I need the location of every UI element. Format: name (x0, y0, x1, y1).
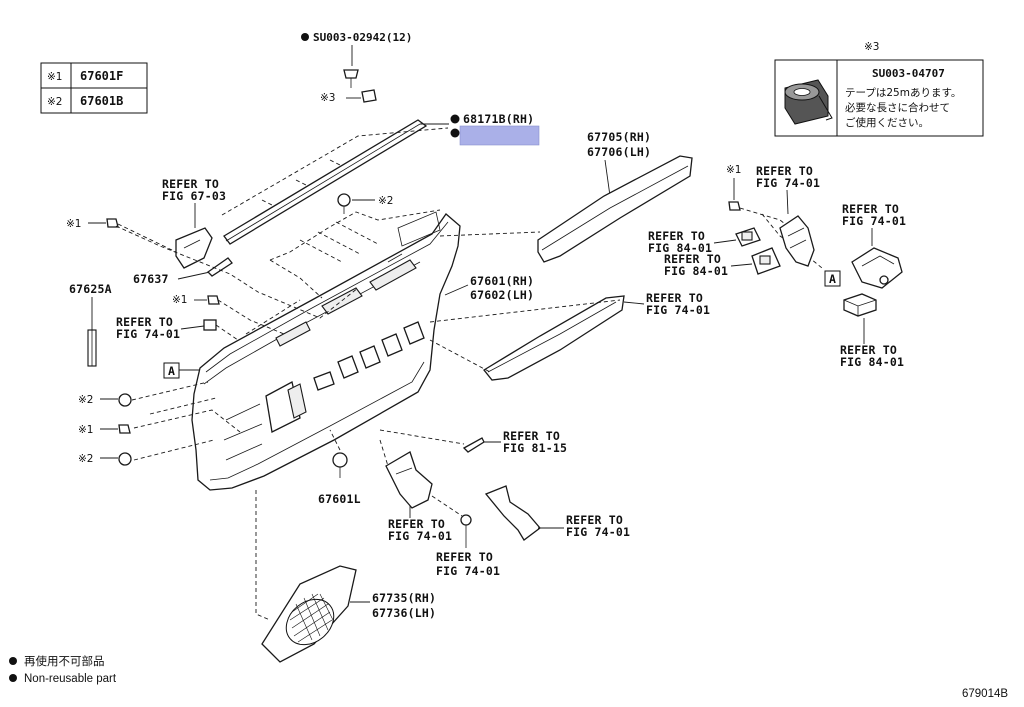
fig-74-01: FIG 74-01 (116, 327, 180, 341)
rod-67625A (87, 329, 97, 367)
fig-74-01: FIG 74-01 (388, 529, 452, 543)
fig-74-01: FIG 74-01 (646, 303, 710, 317)
mark-1-label: ※1 (172, 294, 187, 306)
refer-to-text: REFER TO (664, 252, 721, 266)
reference-table: ※1 67601F ※2 67601B (40, 62, 148, 114)
clip-2-top (337, 193, 351, 214)
switch-knob-2 (751, 247, 781, 275)
legend-dot-en (9, 674, 17, 682)
fig-84-01: FIG 84-01 (664, 264, 728, 278)
highlighted-part-label (459, 125, 540, 146)
fig-74-01: FIG 74-01 (566, 525, 630, 539)
tape-note-3: ご使用ください。 (845, 116, 929, 129)
switch-knob-1 (735, 227, 761, 247)
legend-en: Non-reusable part (24, 673, 117, 685)
panel-rh-label: 67601(RH) (470, 274, 534, 288)
mark-1-label: ※1 (66, 218, 81, 230)
speaker-cover (261, 565, 357, 663)
clip-2-a (118, 393, 132, 407)
fig-74-01: FIG 74-01 (842, 214, 906, 228)
view-a-label: A (168, 364, 175, 378)
clip-left (203, 319, 217, 331)
cover-lh-label: 67736(LH) (372, 606, 436, 620)
bracket-67637 (206, 257, 233, 277)
inner-handle-rod (462, 437, 485, 453)
tape-note-2: 必要な長さに合わせて (845, 101, 950, 114)
armrest-lower (483, 295, 625, 381)
table-mark-1: ※1 (47, 71, 62, 83)
refer-to-text: REFER TO (162, 177, 219, 191)
legend-jp: 再使用不可部品 (24, 654, 105, 668)
clip-2-b (118, 452, 132, 466)
figure-id: 679014B (962, 688, 1008, 700)
tape-box: SU003-04707 テープは25mあります。 必要な長さに合わせて ご使用く… (774, 59, 984, 137)
screw-1-lower (118, 424, 131, 434)
view-a-marker (824, 270, 841, 287)
weatherstrip (223, 119, 428, 245)
lower-screw (460, 514, 472, 548)
fig-81-15: FIG 81-15 (503, 441, 567, 455)
mark-2-label: ※2 (78, 453, 93, 465)
legend-dot-jp (9, 657, 17, 665)
refer-to-text: REFER TO (388, 517, 445, 531)
screw-1-right (728, 201, 741, 211)
table-part-2: 67601B (80, 94, 123, 108)
switch-base (779, 215, 815, 267)
top-screw (343, 69, 359, 88)
refer-to-text: REFER TO (756, 164, 813, 178)
refer-to-text: REFER TO (503, 429, 560, 443)
nonreusable-dot (450, 128, 460, 138)
lower-bracket (385, 451, 433, 509)
mark-1-label: ※1 (726, 164, 741, 176)
clip-l-label: 67601L (318, 492, 361, 506)
refer-to-text: REFER TO (840, 343, 897, 357)
refer-to-text: REFER TO (566, 513, 623, 527)
table-mark-2: ※2 (47, 96, 62, 108)
fig-84-01: FIG 84-01 (648, 241, 712, 255)
mark-1-label: ※1 (78, 424, 93, 436)
lower-trim-piece (484, 485, 541, 541)
panel-lh-label: 67602(LH) (470, 288, 534, 302)
fig-67-03: FIG 67-03 (162, 189, 226, 203)
armrest-upper (537, 155, 693, 263)
tape-roll-icon (784, 79, 833, 125)
tape-note-1: テープは25mあります。 (845, 87, 961, 99)
cover-rh-label: 67735(RH) (372, 591, 436, 605)
mark-3-label: ※3 (320, 92, 335, 104)
refer-to-text: REFER TO (648, 229, 705, 243)
refer-to-text: REFER TO (436, 550, 493, 564)
tape-box-mark: ※3 (864, 41, 879, 53)
refer-to-text: REFER TO (646, 291, 703, 305)
top-fastener-label: SU003-02942(12) (313, 31, 412, 44)
bracket-label: 67637 (133, 272, 169, 286)
view-a-marker (163, 362, 180, 379)
fig-84-01: FIG 84-01 (840, 355, 904, 369)
tape-part-number: SU003-04707 (872, 67, 945, 80)
armrest-upper-lh-label: 67706(LH) (587, 145, 651, 159)
door-handle-bracket (175, 227, 213, 269)
screw-1-mid (207, 295, 220, 305)
refer-to-text: REFER TO (116, 315, 173, 329)
view-a-label: A (829, 272, 836, 286)
rod-label: 67625A (69, 282, 112, 296)
table-part-1: 67601F (80, 69, 123, 83)
nonreusable-dot (450, 114, 460, 124)
tape-piece (361, 89, 377, 103)
mark-2-label: ※2 (378, 195, 393, 207)
switch-block (843, 293, 877, 317)
armrest-upper-rh-label: 67705(RH) (587, 130, 651, 144)
clip-67601L (332, 452, 348, 478)
mark-2-label: ※2 (78, 394, 93, 406)
nonreusable-dot (301, 33, 309, 41)
switch-panel-right (851, 247, 903, 289)
refer-to-text: REFER TO (842, 202, 899, 216)
fig-74-01: FIG 74-01 (436, 564, 500, 578)
door-trim-panel (191, 211, 461, 491)
fig-74-01: FIG 74-01 (756, 176, 820, 190)
weatherstrip-label: 68171B(RH) (463, 112, 534, 126)
